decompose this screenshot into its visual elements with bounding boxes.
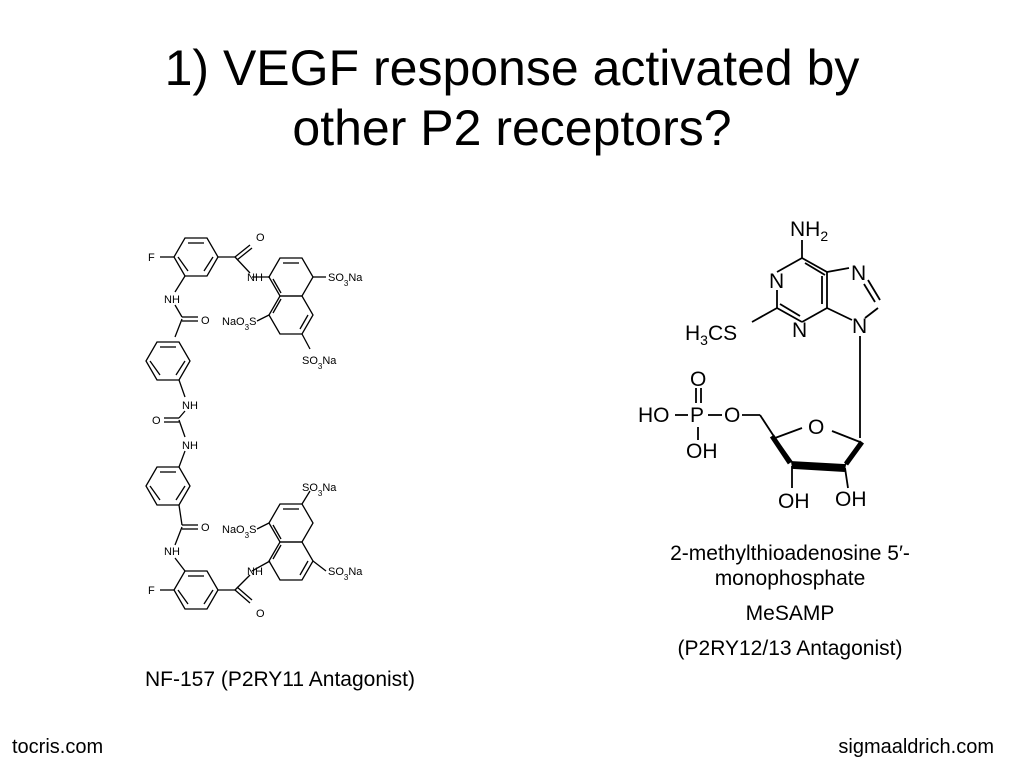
mesamp-structure: NH2 N N N N H3CS O HO P O OH O OH OH bbox=[638, 218, 881, 513]
phosphate-ho-label: HO bbox=[638, 404, 670, 427]
fluoro-label-top: F bbox=[148, 252, 155, 264]
n1-label: N bbox=[769, 270, 784, 293]
mesamp-abbreviation: MeSAMP bbox=[745, 602, 835, 625]
mesamp-activity: (P2RY12/13 Antagonist) bbox=[677, 637, 903, 660]
nf157-structure: F O NH SO3Na NH O NaO3S SO3Na NH O NH SO… bbox=[145, 232, 363, 620]
sulfonate-left-label-2: NaO3S bbox=[222, 524, 256, 540]
sulfonate-label-2: SO3Na bbox=[302, 355, 337, 371]
sulfonate-label-4: SO3Na bbox=[328, 566, 363, 582]
amide-nh-top-left: NH bbox=[164, 294, 180, 306]
carbonyl-o-3: O bbox=[201, 522, 210, 534]
carbonyl-o-2: O bbox=[201, 315, 210, 327]
sulfonate-label-3: SO3Na bbox=[302, 482, 337, 498]
title-line-1: 1) VEGF response activated by bbox=[164, 40, 860, 96]
n9-label: N bbox=[852, 315, 867, 338]
phosphoryl-o-label: O bbox=[690, 368, 706, 391]
n3-label: N bbox=[792, 319, 807, 342]
oh-3-label: OH bbox=[778, 490, 810, 513]
amide-nh-bottom-left: NH bbox=[164, 546, 180, 558]
source-sigmaaldrich: sigmaaldrich.com bbox=[838, 736, 994, 758]
fluoro-label-bottom: F bbox=[148, 585, 155, 597]
carbonyl-o-top: O bbox=[256, 232, 265, 244]
urea-nh-top: NH bbox=[182, 400, 198, 412]
ester-o-label: O bbox=[724, 404, 740, 427]
amine-label: NH2 bbox=[790, 218, 828, 244]
phosphate-oh-label: OH bbox=[686, 440, 718, 463]
title-line-2: other P2 receptors? bbox=[292, 100, 732, 156]
nf157-caption: NF-157 (P2RY11 Antagonist) bbox=[90, 667, 470, 692]
source-tocris: tocris.com bbox=[12, 736, 104, 758]
carbonyl-o-bottom: O bbox=[256, 608, 265, 620]
n7-label: N bbox=[851, 262, 866, 285]
amide-nh-top-right: NH bbox=[247, 272, 263, 284]
nf157-caption-text: NF-157 (P2RY11 Antagonist) bbox=[144, 668, 416, 691]
mesamp-caption: 2-methylthioadenosine 5′- monophosphate … bbox=[620, 541, 960, 661]
sulfonate-label-1: SO3Na bbox=[328, 272, 363, 288]
urea-o: O bbox=[152, 415, 161, 427]
mesamp-name-line1: 2-methylthioadenosine 5′- bbox=[670, 542, 910, 565]
mesamp-name-line2: monophosphate bbox=[714, 567, 866, 590]
amide-nh-bottom-right: NH bbox=[247, 566, 263, 578]
slide-title: 1) VEGF response activated by other P2 r… bbox=[0, 38, 1024, 158]
phosphorus-label: P bbox=[690, 404, 704, 427]
urea-nh-bottom: NH bbox=[182, 440, 198, 452]
oh-2-label: OH bbox=[835, 488, 867, 511]
methylthio-label: H3CS bbox=[685, 322, 737, 348]
ring-o-label: O bbox=[808, 416, 824, 439]
sulfonate-left-label-1: NaO3S bbox=[222, 316, 256, 332]
